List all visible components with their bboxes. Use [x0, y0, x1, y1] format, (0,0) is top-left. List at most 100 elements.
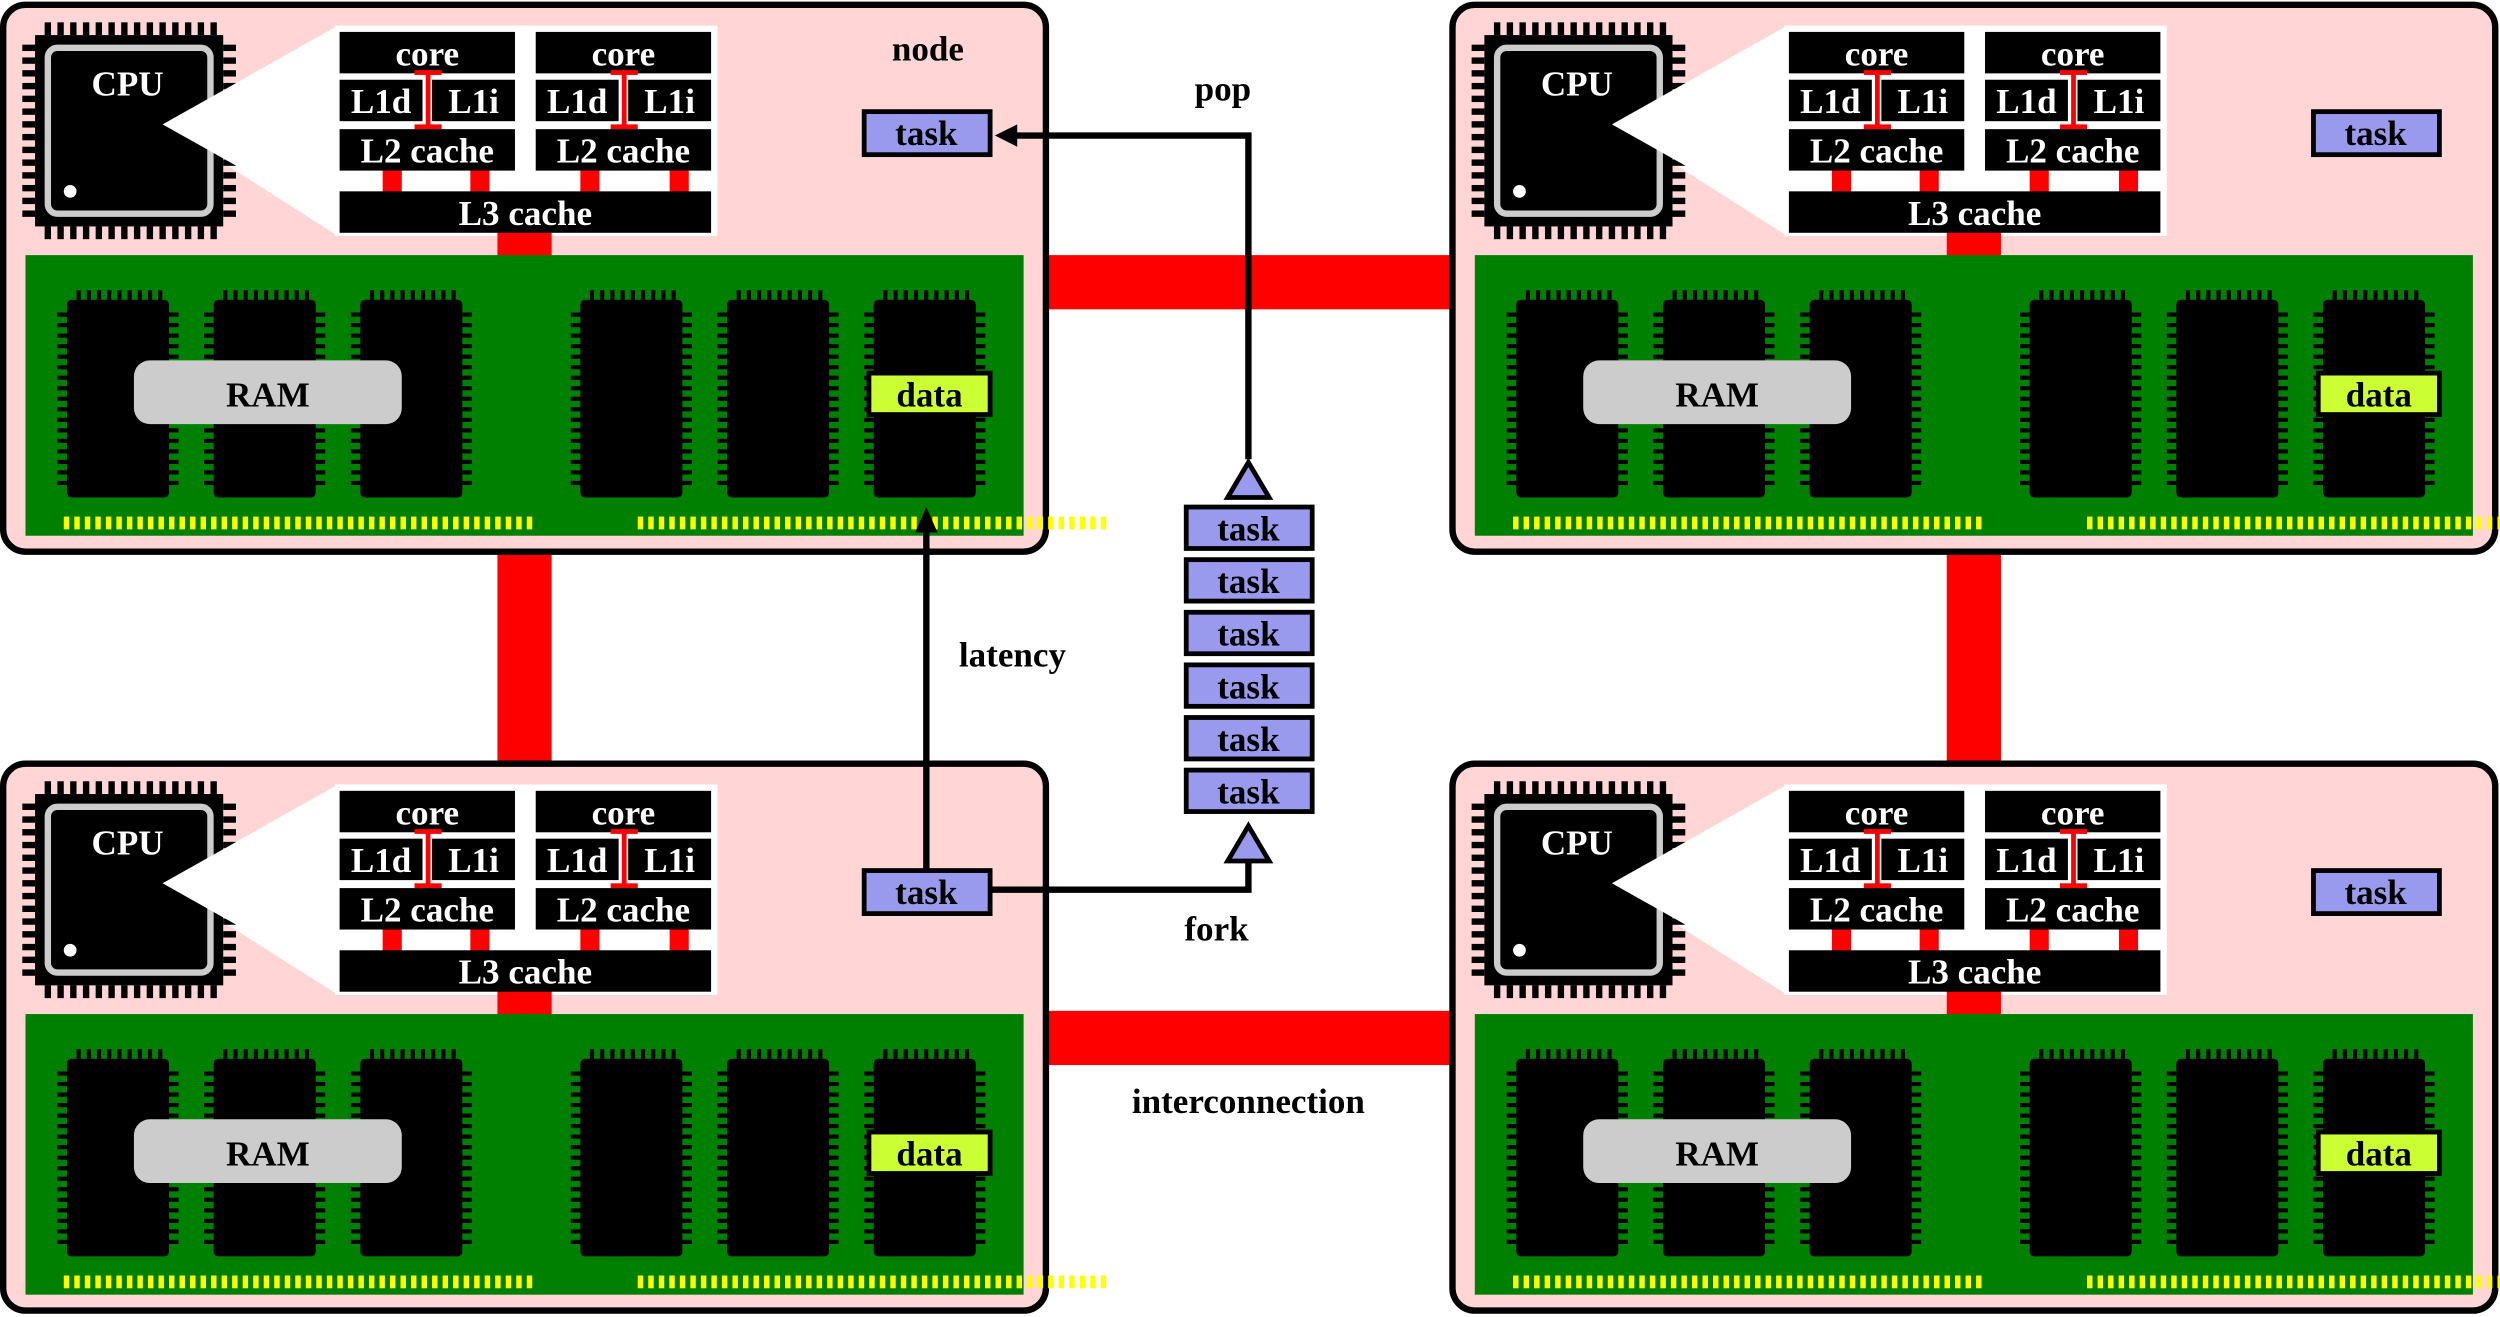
ram-chip-pin: [717, 1218, 728, 1223]
ram-chip-pin: [57, 428, 67, 433]
ram-chip-pin: [2313, 1229, 2324, 1234]
ram-chip-pin: [829, 1081, 839, 1087]
ram-chip-pin: [570, 1103, 581, 1108]
cpu-pin: [108, 22, 115, 36]
ram-contact: [484, 1275, 491, 1289]
ram-chip-pin: [2278, 1176, 2288, 1181]
ram-chip-pin: [2313, 1103, 2324, 1108]
ram-chip-pin: [390, 1049, 395, 1059]
ram-chip-pin: [1764, 1092, 1775, 1097]
ram-chip-pin: [1911, 386, 1922, 391]
cpu-pin: [22, 133, 36, 141]
cpu-pin: [1672, 841, 1686, 849]
cpu-pin: [1471, 70, 1485, 77]
ram-chip-pin: [682, 1103, 692, 1108]
ram-chip-pin: [2313, 438, 2324, 443]
ram-chip-body: [727, 299, 830, 498]
ram-contact: [1902, 516, 1908, 530]
ram-contact: [1944, 516, 1950, 530]
ram-contact: [1069, 516, 1075, 530]
ram-contact: [116, 1275, 122, 1289]
ram-chip-pin: [2257, 290, 2262, 300]
ram-chip-pin: [1506, 396, 1517, 401]
cpu-pin: [1471, 57, 1485, 64]
cpu-callout-tip: [162, 81, 240, 168]
ram-contact: [1765, 516, 1772, 530]
ram-chip-pin: [1506, 480, 1517, 486]
ram-chip-pin: [1653, 1187, 1663, 1192]
ram-chip-pin: [797, 1049, 802, 1059]
ram-contact: [463, 516, 470, 530]
ram-chip-pin: [462, 1239, 472, 1244]
ram-contact: [2434, 1275, 2440, 1289]
ram-chip-pin: [117, 290, 122, 300]
ram-chip-pin: [2363, 1049, 2368, 1059]
ram-chip-pin: [2166, 344, 2177, 349]
ram-chip-pin: [57, 417, 67, 422]
ram-chip-pin: [2313, 1197, 2324, 1202]
ram-chip-pin: [2313, 1081, 2324, 1087]
cpu-pin: [1532, 226, 1539, 240]
ram-contact: [505, 516, 512, 530]
ram-contact: [911, 516, 917, 530]
ram-contact: [2192, 1275, 2198, 1289]
ram-chip-pin: [2020, 470, 2030, 475]
task-tag-label: task: [895, 114, 958, 153]
cache-link: [2029, 165, 2049, 198]
ram-contact: [1649, 516, 1656, 530]
cpu-pin: [22, 969, 36, 976]
ram-chip-pin: [630, 290, 635, 300]
cpu-pin: [210, 985, 217, 999]
cpu-pin: [1532, 781, 1539, 795]
ram-chip-pin: [864, 438, 874, 443]
cpu-pin: [1570, 781, 1577, 795]
ram-chip-pin: [1506, 1176, 1517, 1181]
ram-chip-pin: [2267, 1049, 2272, 1059]
l1-bridge-bottom: [610, 124, 638, 130]
ram-chip-pin: [944, 290, 949, 300]
ram-contact: [942, 516, 949, 530]
ram-chip-pin: [864, 1218, 874, 1223]
ram-chip-pin: [2166, 1187, 2177, 1192]
ram-contact: [284, 516, 291, 530]
ram-contact: [2444, 1275, 2451, 1289]
ram-chip-pin: [204, 1218, 214, 1223]
ram-contact: [1860, 1275, 1866, 1289]
ram-chip-pin: [2425, 1197, 2435, 1202]
ram-chip-pin: [610, 1049, 615, 1059]
cpu-pin: [172, 22, 179, 36]
ram-chip-pin: [57, 1187, 67, 1192]
ram-chip-pin: [717, 333, 728, 338]
cpu-pin: [1634, 781, 1641, 795]
cpu-pin: [1672, 931, 1686, 938]
ram-contact: [827, 516, 833, 530]
ram-chip-pin: [2166, 1166, 2177, 1171]
ram-chip-pin: [2069, 1049, 2074, 1059]
ram-chip-pin: [1713, 290, 1718, 300]
ram-chip-pin: [1618, 1208, 1628, 1213]
core-left-l1i-label: L1i: [1897, 82, 1948, 121]
ram-chip-pin: [2020, 1166, 2030, 1171]
ram-chip-pin: [1566, 1049, 1571, 1059]
ram-contact: [1670, 516, 1677, 530]
ram-contact: [2308, 516, 2314, 530]
cpu-pin: [82, 22, 90, 36]
ram-contact: [1100, 1275, 1107, 1289]
cpu-pin: [210, 781, 217, 795]
ram-chip-pin: [2020, 365, 2030, 370]
ram-chip-pin: [1764, 344, 1775, 349]
ram-chip-pin: [2278, 365, 2288, 370]
core-left-l2-box: [339, 888, 515, 930]
ram-chip-pin: [462, 375, 472, 380]
ram-chip-pin: [2425, 1081, 2435, 1087]
cpu-pin: [1471, 829, 1485, 836]
cpu-pin: [1493, 226, 1501, 240]
ram-contact: [985, 1275, 991, 1289]
ram-contact: [2213, 1275, 2219, 1289]
ram-contact: [816, 1275, 823, 1289]
ram-chip-pin: [86, 290, 91, 300]
ram-chip-pin: [380, 290, 385, 300]
ram-chip-pin: [829, 1187, 839, 1192]
core-right-l1i-box: [628, 838, 712, 881]
l3-cache-label: L3 cache: [1908, 953, 2041, 992]
